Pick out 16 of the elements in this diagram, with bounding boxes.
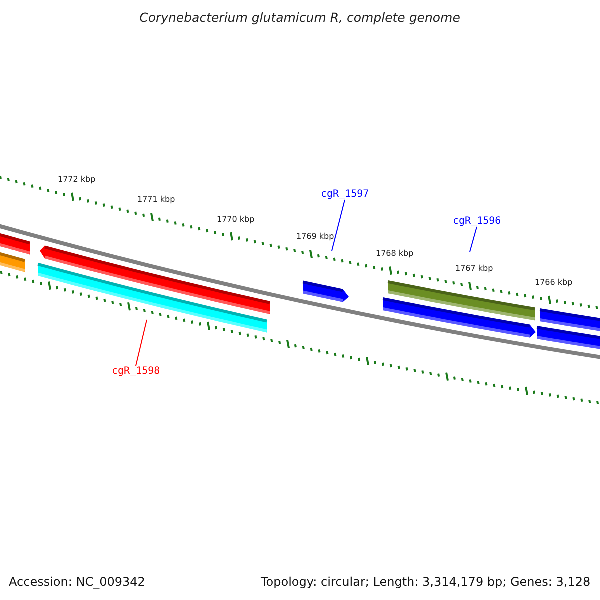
scale-label: 1769 kbp: [296, 232, 334, 242]
scale-label: 1767 kbp: [456, 264, 494, 274]
scale-label: 1771 kbp: [138, 195, 176, 204]
title: Corynebacterium glutamicum R, complete genome: [138, 10, 462, 25]
leader-line: [136, 320, 148, 366]
scale-label: 1772 kbp: [58, 174, 96, 184]
scale-label: 1770 kbp: [217, 214, 255, 224]
scale-label: 1768 kbp: [376, 248, 414, 258]
leader-line: [332, 200, 346, 252]
gene-label: cgR_1597: [321, 189, 370, 200]
gene-label: cgR_1596: [453, 216, 502, 227]
footer-text: Topology: circular; Length: 3,314,179 bp; Genes: 3,128: [261, 575, 591, 589]
gene-label: cgR_1598: [112, 366, 160, 377]
scale-label: 1766 kbp: [535, 278, 573, 287]
footer-text: Accession: NC_009342: [9, 575, 146, 589]
leader-line: [470, 226, 478, 252]
